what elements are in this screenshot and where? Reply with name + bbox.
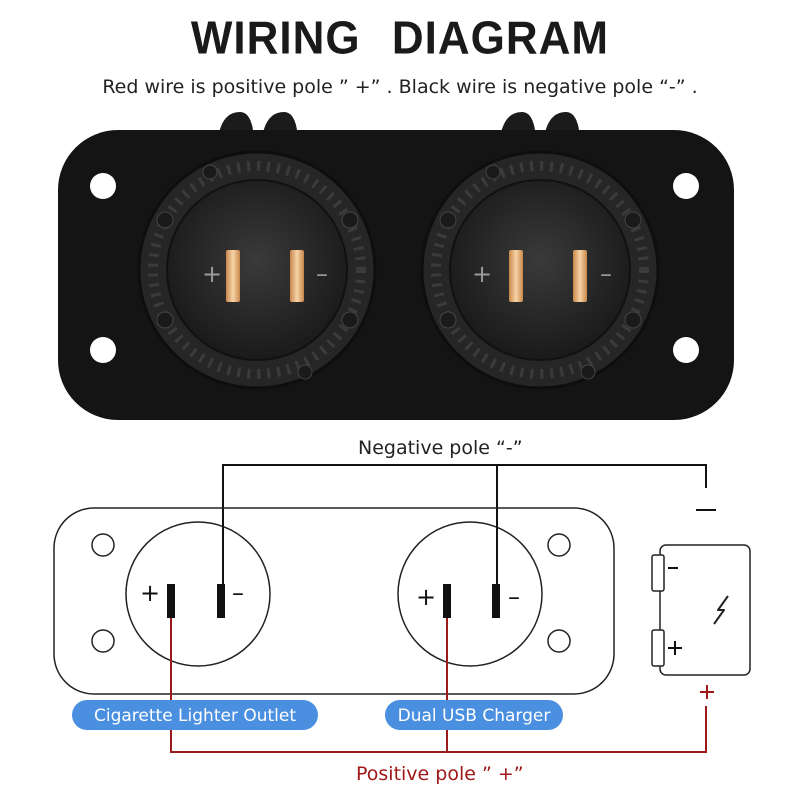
svg-text:Cigarette Lighter Outlet: Cigarette Lighter Outlet — [94, 706, 296, 726]
svg-text:Dual USB Charger: Dual USB Charger — [398, 706, 551, 726]
screw-hole-outline — [91, 629, 115, 653]
plus-marking: + — [472, 260, 492, 288]
product-photo: + – + – — [58, 112, 734, 420]
plus-marking: + — [202, 260, 222, 288]
schematic-panel — [53, 507, 615, 695]
badge-cigarette-lighter: Cigarette Lighter Outlet — [72, 700, 318, 730]
contact-pin — [226, 250, 240, 302]
contact-pin — [573, 250, 587, 302]
contact-pin — [509, 250, 523, 302]
screw-hole — [90, 173, 116, 199]
negative-pole-label: Negative pole “-” — [358, 437, 523, 459]
plus-sign: + — [416, 583, 436, 611]
screw-hole — [90, 337, 116, 363]
socket-right-photo: + – — [420, 150, 660, 390]
negative-pin — [217, 584, 225, 618]
contact-pin — [290, 250, 304, 302]
screw-hole-outline — [547, 533, 571, 557]
minus-marking: – — [600, 260, 612, 288]
minus-sign: – — [508, 583, 520, 611]
plus-sign: + — [140, 579, 160, 607]
socket-left-outline — [125, 521, 271, 667]
positive-pole-label: Positive pole ” +” — [356, 763, 524, 785]
lightning-bolt-icon — [713, 595, 729, 625]
screw-hole — [673, 173, 699, 199]
screw-hole — [673, 337, 699, 363]
positive-pin — [167, 584, 175, 618]
negative-pin — [492, 584, 500, 618]
battery-icon — [651, 509, 751, 699]
minus-marking: – — [316, 260, 328, 288]
screw-hole-outline — [91, 533, 115, 557]
socket-left-photo: + – — [137, 150, 377, 390]
schematic: Negative pole “-” + – + – Cigarette Lig — [53, 437, 751, 785]
page-title: WIRING DIAGRAM — [190, 12, 610, 65]
page-subtitle: Red wire is positive pole ” +” . Black w… — [102, 76, 698, 98]
minus-sign: – — [232, 579, 244, 607]
badge-dual-usb: Dual USB Charger — [385, 700, 563, 730]
screw-hole-outline — [547, 629, 571, 653]
socket-right-outline — [397, 521, 543, 667]
positive-pin — [443, 584, 451, 618]
